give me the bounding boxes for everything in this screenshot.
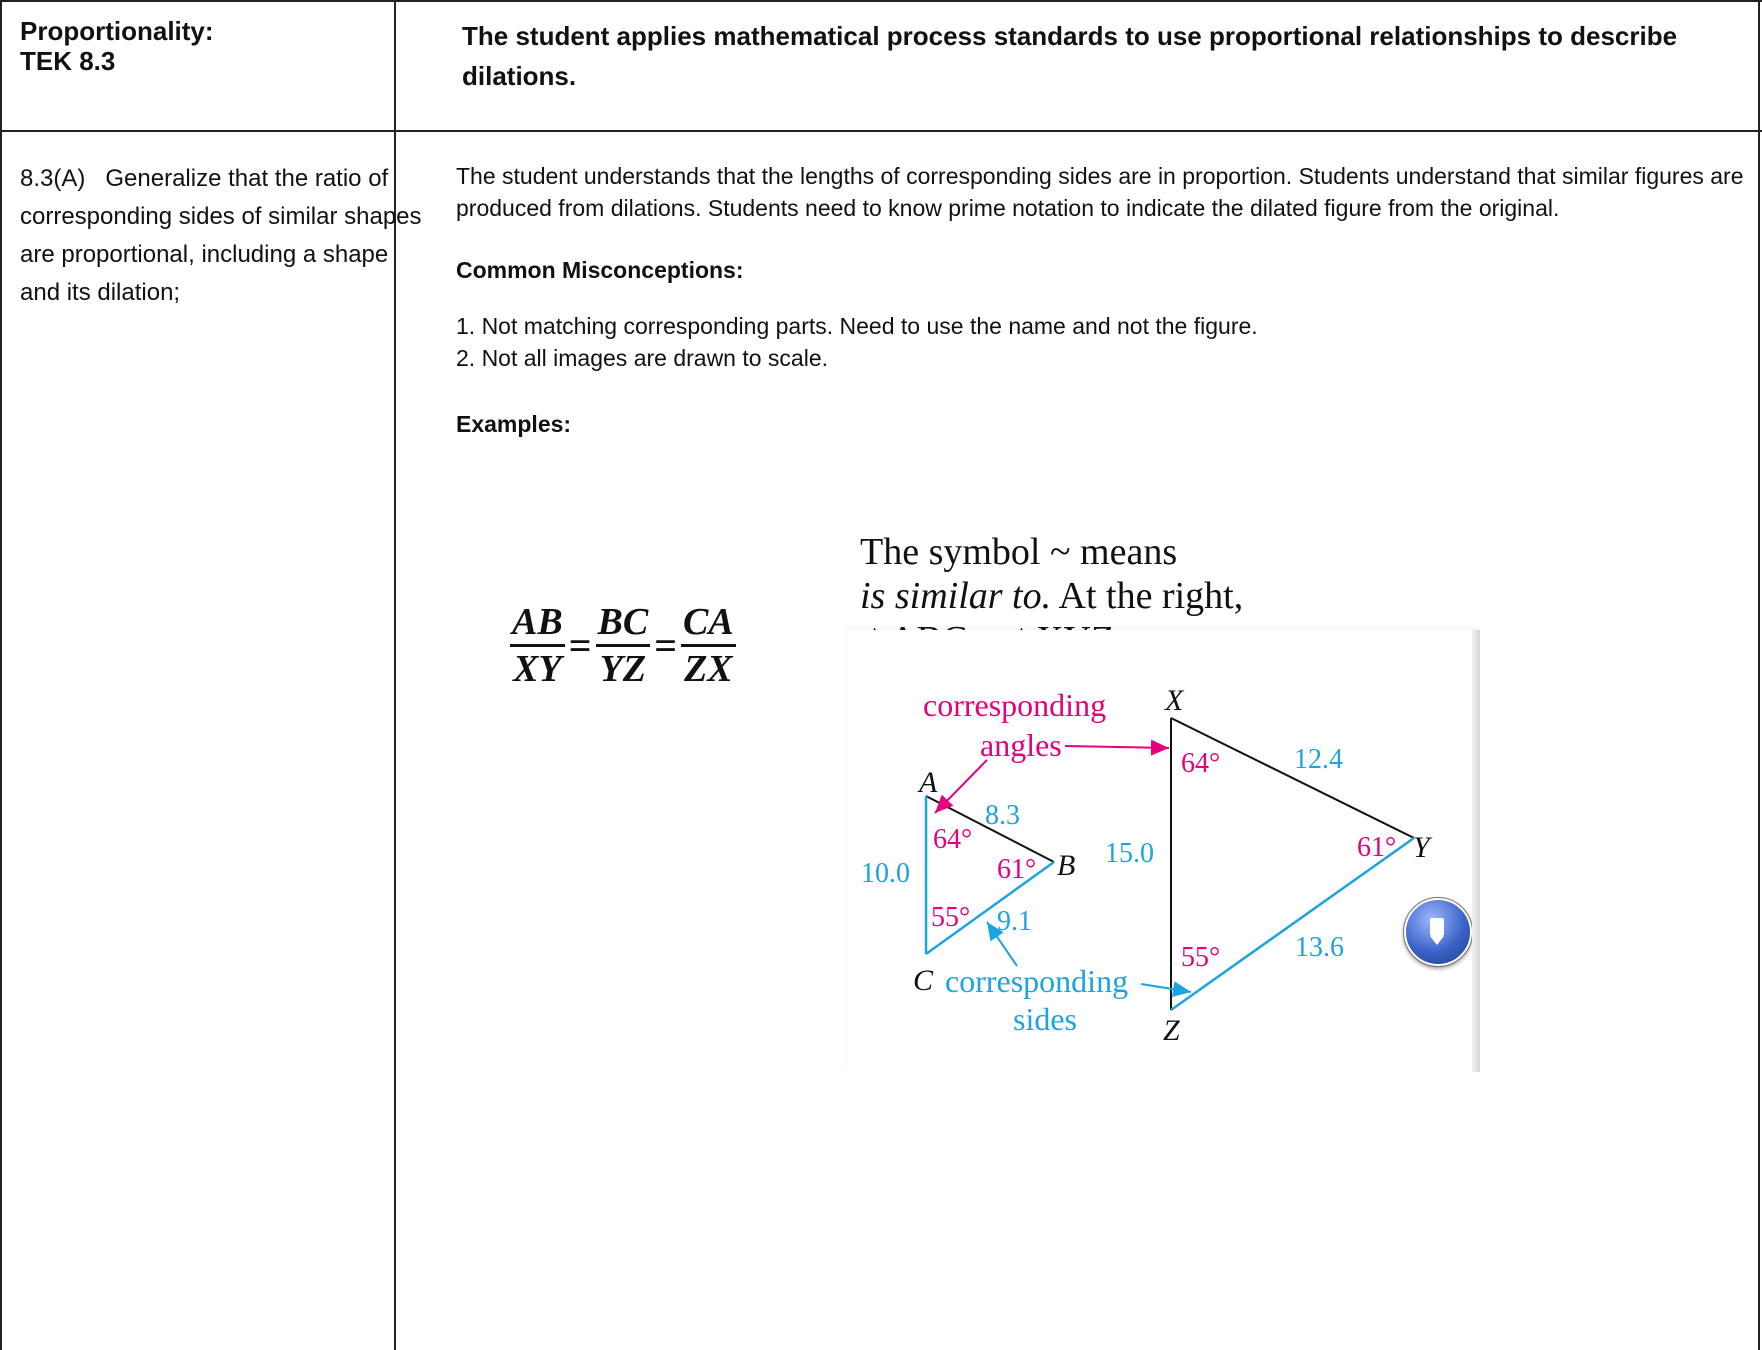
misconception-item: 1. Not matching corresponding parts. Nee… <box>456 313 1258 339</box>
triangle-abc-side-bc <box>925 860 1055 956</box>
ratio-numerator: AB <box>510 600 565 647</box>
vertex-y-label: Y <box>1413 831 1433 864</box>
sides-arrow-to-bc <box>986 921 1018 967</box>
equals-sign: = <box>654 623 677 668</box>
standard-code: 8.3(A) <box>20 165 86 192</box>
ratio-denominator: ZX <box>684 648 733 690</box>
header-left-code: TEK 8.3 <box>20 46 116 76</box>
header-left-cell: Proportionality: TEK 8.3 <box>20 16 420 76</box>
ratio-denominator: YZ <box>599 648 647 690</box>
ratio-fraction-ca-zx: CA ZX <box>681 600 736 691</box>
side-yz-length: 13.6 <box>1295 932 1344 963</box>
sides-arrow-to-yz <box>1140 981 1192 998</box>
table-border-left <box>0 0 2 1350</box>
similar-triangles-diagram: A B C X Y Z 8.3 10.0 9.1 12.4 15.0 13.6 … <box>861 684 1433 1047</box>
side-ac-length: 10.0 <box>861 858 910 889</box>
side-xy-length: 12.4 <box>1294 744 1343 775</box>
ratio-numerator: CA <box>681 600 736 647</box>
vertex-a-label: A <box>917 766 938 799</box>
angle-y-label: 61° <box>1357 832 1396 863</box>
corresponding-sides-label-1: corresponding <box>945 963 1128 999</box>
note-italic: is similar to. <box>860 575 1052 617</box>
standard-text: Generalize that the ratio of correspondi… <box>20 165 422 306</box>
corresponding-sides-label-2: sides <box>1013 1001 1077 1037</box>
side-bc-length: 9.1 <box>997 906 1032 937</box>
triangle-xyz-side-yz <box>1170 836 1415 1012</box>
header-right-text: The student applies mathematical process… <box>462 21 1678 91</box>
ratio-equation: AB XY = BC YZ = CA ZX <box>510 600 736 691</box>
equals-sign: = <box>568 623 592 668</box>
vertex-z-label: Z <box>1163 1014 1180 1047</box>
misconception-item: 2. Not all images are drawn to scale. <box>456 345 829 371</box>
side-ab-length: 8.3 <box>985 800 1020 831</box>
ratio-fraction-bc-yz: BC YZ <box>595 600 651 691</box>
vertex-x-label: X <box>1164 684 1185 717</box>
row-divider <box>0 130 1762 132</box>
misconceptions-heading: Common Misconceptions: <box>456 257 744 283</box>
table-border-right <box>1758 0 1760 1350</box>
angle-c-label: 55° <box>931 902 970 933</box>
ratio-fraction-ab-xy: AB XY <box>510 600 565 691</box>
angle-b-label: 61° <box>997 854 1036 885</box>
standard-cell: 8.3(A) Generalize that the ratio of corr… <box>20 160 430 312</box>
ratio-numerator: BC <box>595 600 651 647</box>
pencil-scroll-icon[interactable] <box>1403 897 1473 967</box>
examples-heading: Examples: <box>456 411 572 437</box>
table-border-top <box>0 0 1762 2</box>
header-left-title: Proportionality: <box>20 16 214 46</box>
vertex-b-label: B <box>1057 849 1075 882</box>
pencil-icon <box>1430 918 1444 936</box>
vertex-c-label: C <box>913 964 934 997</box>
description-text: The student understands that the lengths… <box>456 163 1744 221</box>
corresponding-angles-label-1: corresponding <box>923 687 1106 723</box>
angle-x-label: 64° <box>1181 748 1220 779</box>
header-right-cell: The student applies mathematical process… <box>462 16 1722 96</box>
angle-z-label: 55° <box>1181 942 1220 973</box>
angles-arrow-to-a <box>934 759 988 814</box>
panel-shadow-edge <box>1472 630 1480 1072</box>
note-line-1: The symbol ~ means <box>860 531 1178 573</box>
column-divider <box>394 0 396 1350</box>
example-figure: AB XY = BC YZ = CA ZX The symbol ~ means… <box>500 530 1600 1210</box>
ratio-denominator: XY <box>513 648 562 690</box>
triangle-xyz-side-xy <box>1170 717 1415 839</box>
corresponding-angles-label-2: angles <box>980 727 1062 763</box>
note-line-2: is similar to. At the right, <box>860 574 1380 618</box>
angles-arrow-to-x <box>1064 739 1170 756</box>
side-xz-length: 15.0 <box>1105 838 1154 869</box>
angle-a-label: 64° <box>933 824 972 855</box>
pencil-tip-icon <box>1430 936 1444 945</box>
content-cell: The student understands that the lengths… <box>456 160 1746 440</box>
triangle-diagram-panel: A B C X Y Z 8.3 10.0 9.1 12.4 15.0 13.6 … <box>847 630 1479 1072</box>
note-rest: At the right, <box>1051 575 1244 617</box>
